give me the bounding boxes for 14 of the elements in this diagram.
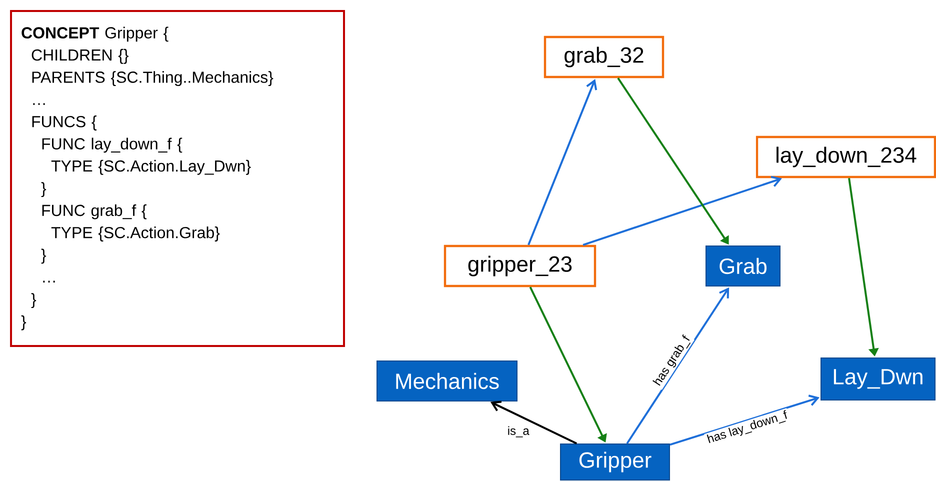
concept-box: Grab: [706, 245, 780, 286]
concept-box: Gripper: [560, 443, 670, 480]
arrow: [490, 400, 578, 444]
arrow: [626, 287, 730, 444]
concept-box: Lay_Dwn: [820, 357, 936, 400]
edge-label: is_a: [506, 424, 531, 439]
code-box: CONCEPT Gripper { CHILDREN {} PARENTS {SC.Thing..Mechanics} … FUNCS { FUNC lay_down_f { TYPE {SC.Action.Lay_Dwn} } FUNC grab_f { TYPE {SC.Action.Grab} } … } }: [10, 10, 345, 347]
concept-box: Mechanics: [376, 360, 518, 402]
instance-box: lay_down_234: [756, 136, 936, 178]
instance-box: gripper_23: [444, 244, 596, 288]
arrow: [670, 394, 820, 446]
arrow: [582, 176, 782, 246]
arrow: [528, 79, 598, 246]
instance-box: grab_32: [544, 36, 664, 78]
